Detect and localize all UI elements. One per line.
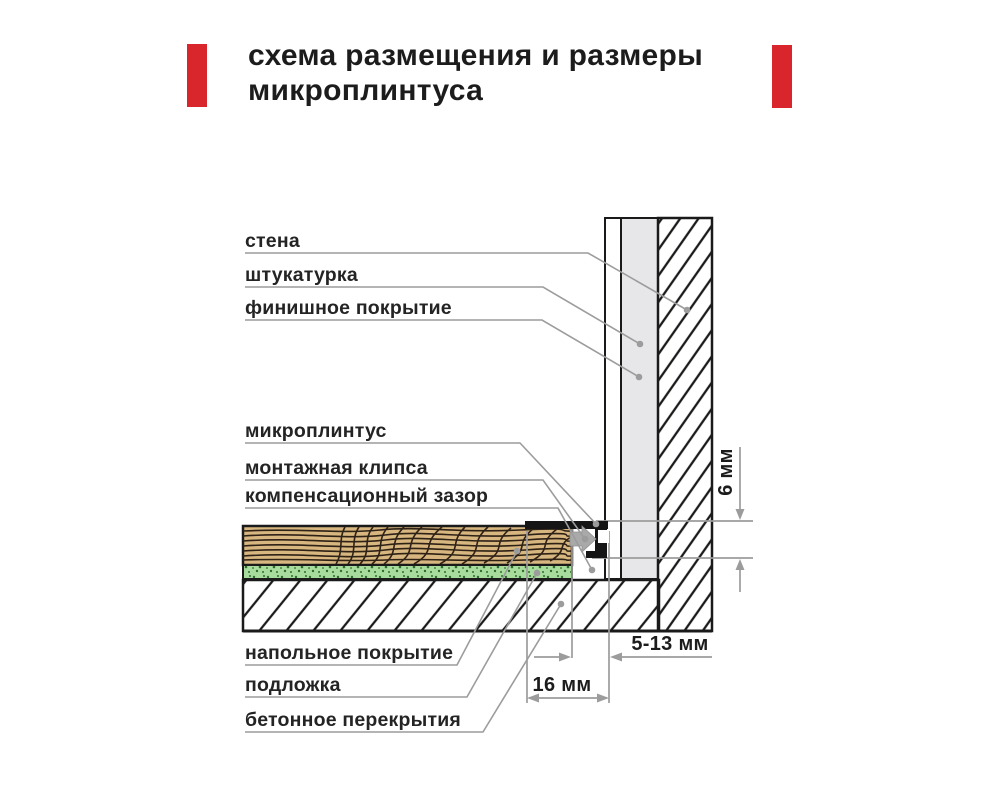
floor-covering-label: напольное покрытие <box>245 642 453 664</box>
concrete-slab-layer <box>241 578 661 633</box>
skirting-leader <box>245 442 600 528</box>
finish-coat-leader <box>245 319 643 381</box>
wall-plaster-layer <box>620 217 659 580</box>
dimension-skirting-height: 6 мм <box>715 447 745 592</box>
arrow-right-icon <box>597 693 609 703</box>
leader-lines <box>245 252 691 733</box>
arrow-down-icon <box>735 509 745 520</box>
wood-grain-texture <box>243 526 572 565</box>
arrow-up-icon <box>735 559 745 570</box>
concrete-slab-leader <box>245 600 565 733</box>
wall-gap-value: 5-13 мм <box>631 633 708 655</box>
skirting-width-value: 16 мм <box>533 674 592 696</box>
floor-covering-leader <box>245 547 521 666</box>
underlay-label: подложка <box>245 674 341 696</box>
underlay-leader <box>245 569 541 698</box>
callout-labels: стена штукатурка финишное покрытие микро… <box>245 230 488 731</box>
mounting-clip-label: монтажная клипса <box>245 457 428 479</box>
title-accent-bar-left <box>187 44 207 107</box>
floor-assembly <box>241 524 712 633</box>
wall-masonry-layer <box>656 216 714 633</box>
finish-coat-label: финишное покрытие <box>245 297 452 319</box>
skirting-label: микроплинтус <box>245 420 387 442</box>
wall-leader <box>245 252 691 314</box>
page-title-line1: схема размещения и размеры <box>248 39 704 72</box>
skirting-channel-notch <box>598 530 609 543</box>
dimension-extension-lines <box>526 520 753 703</box>
mounting-clip-leader <box>245 479 589 543</box>
arrow-right-icon <box>559 652 571 662</box>
arrow-left-icon <box>610 652 622 662</box>
skirting-bottom-lip <box>586 551 607 558</box>
dimension-skirting-width: 16 мм <box>527 674 609 703</box>
plaster-label: штукатурка <box>245 264 358 286</box>
wall-assembly <box>604 216 714 633</box>
concrete-slab-label: бетонное перекрытия <box>245 709 461 731</box>
title-accent-bar-right <box>772 45 792 108</box>
page-title-line2: микроплинтуса <box>248 74 484 107</box>
underlay-layer <box>242 564 573 580</box>
expansion-gap-leader <box>245 507 596 574</box>
expansion-gap-label: компенсационный зазор <box>245 485 488 507</box>
dimension-wall-gap: 5-13 мм <box>534 633 712 662</box>
arrow-left-icon <box>527 693 539 703</box>
skirting-height-value: 6 мм <box>715 448 737 495</box>
wall-label: стена <box>245 230 300 252</box>
page-title: схема размещения и размеры микроплинтуса <box>248 38 703 108</box>
plaster-leader <box>245 286 644 348</box>
